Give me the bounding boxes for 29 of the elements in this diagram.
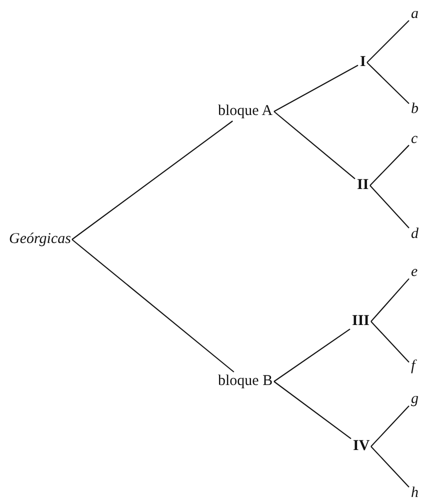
roman-numeral-label: I [359,54,367,71]
leaf-letter: g [410,391,420,408]
tree-branch-line [370,446,410,488]
leaf-letter: d [410,226,420,243]
roman-numeral-label: II [356,177,370,194]
leaf-letter: b [410,101,420,118]
tree-branch-line [370,144,410,186]
branch-label: bloque A [217,103,274,120]
leaf-letter: h [410,485,420,502]
leaf-letter: f [410,358,416,375]
tree-branch-line [366,20,410,63]
branch-label: bloque B [217,373,274,390]
root-label: Geórgicas [8,231,72,248]
leaf-letter: e [410,264,419,281]
tree-branch-line [72,120,233,240]
leaf-letter: a [410,6,420,23]
tree-branch-line [370,278,410,322]
tree-branch-line [274,64,358,112]
tree-branch-line [274,381,352,440]
tree-branch-line [370,321,410,363]
tree-branch-line [370,406,410,447]
roman-numeral-label: IV [352,438,371,455]
tree-branch-line [72,239,234,372]
roman-numeral-label: III [351,313,371,330]
tree-branch-line [366,62,410,104]
tree-branch-line [274,328,350,382]
tree-branch-line [370,185,410,228]
tree-branch-line [274,111,356,180]
leaf-letter: c [410,131,419,148]
